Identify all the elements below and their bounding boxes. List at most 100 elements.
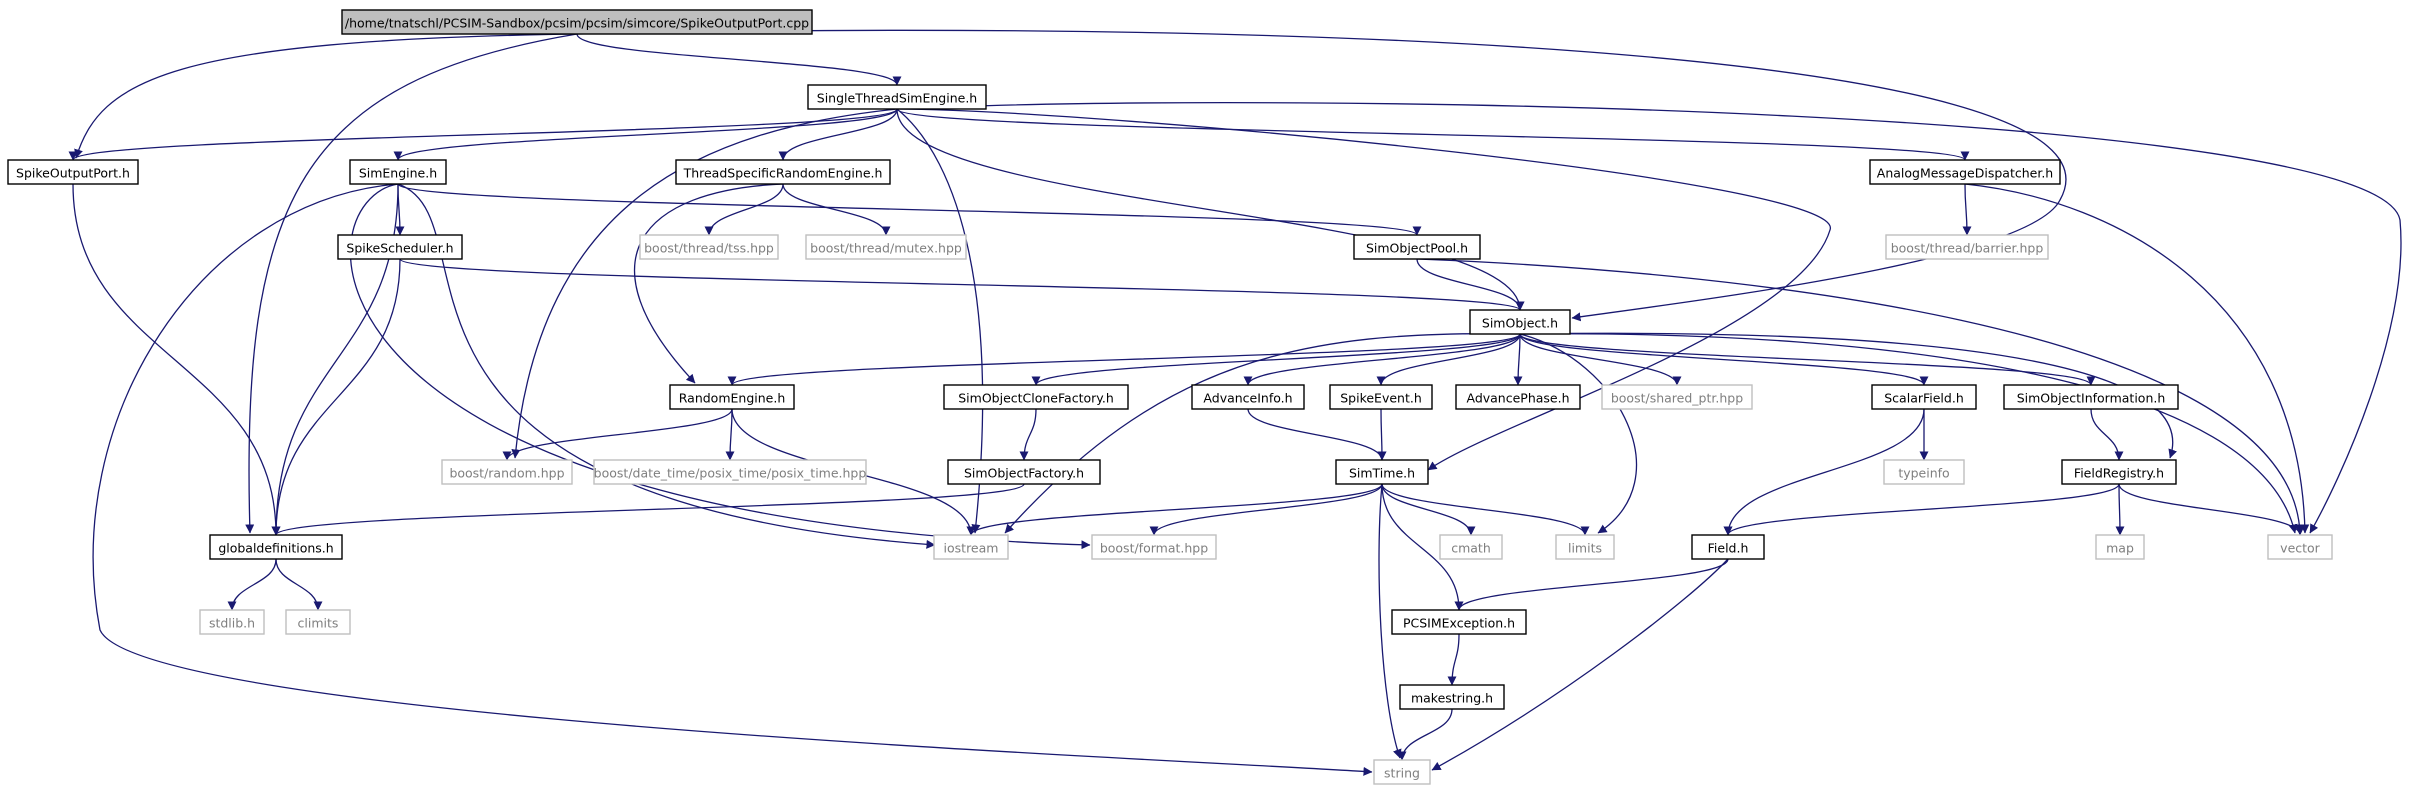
node-label-iostream: iostream bbox=[944, 541, 999, 556]
dependency-nodes: /home/tnatschl/PCSIM-Sandbox/pcsim/pcsim… bbox=[7, 9, 2333, 785]
edge-simobject-to-vector bbox=[1519, 333, 2298, 534]
node-threadspecificrandomengine[interactable]: ThreadSpecificRandomEngine.h bbox=[675, 159, 891, 185]
node-label-boost-thread-mutex: boost/thread/mutex.hpp bbox=[810, 241, 962, 256]
node-box-simobjectclonefactory[interactable] bbox=[943, 384, 1129, 410]
node-advancephase[interactable]: AdvancePhase.h bbox=[1455, 384, 1581, 410]
node-box-pcsimexception[interactable] bbox=[1391, 609, 1527, 635]
edge-singlethreadsimengine-to-spikeoutputport bbox=[68, 108, 898, 161]
node-box-simobjectpool[interactable] bbox=[1353, 234, 1481, 260]
edge-simtime-to-limits bbox=[1381, 483, 1590, 536]
node-box-boost-shared-ptr bbox=[1601, 384, 1753, 410]
node-singlethreadsimengine[interactable]: SingleThreadSimEngine.h bbox=[807, 84, 987, 110]
node-label-typeinfo: typeinfo bbox=[1898, 466, 1949, 481]
node-label-singlethreadsimengine: SingleThreadSimEngine.h bbox=[817, 91, 977, 106]
node-pcsimexception[interactable]: PCSIMException.h bbox=[1391, 609, 1527, 635]
node-simobjectinformation[interactable]: SimObjectInformation.h bbox=[2003, 384, 2179, 410]
node-box-singlethreadsimengine[interactable] bbox=[807, 84, 987, 110]
node-advanceinfo[interactable]: AdvanceInfo.h bbox=[1191, 384, 1305, 410]
node-field[interactable]: Field.h bbox=[1691, 534, 1765, 560]
node-fieldregistry[interactable]: FieldRegistry.h bbox=[2061, 459, 2177, 485]
node-label-scalarfield: ScalarField.h bbox=[1884, 391, 1964, 406]
node-analogmessagedispatcher[interactable]: AnalogMessageDispatcher.h bbox=[1869, 159, 2061, 185]
node-box-scalarfield[interactable] bbox=[1871, 384, 1977, 410]
node-spikeevent[interactable]: SpikeEvent.h bbox=[1329, 384, 1433, 410]
node-simtime[interactable]: SimTime.h bbox=[1335, 459, 1429, 485]
node-box-makestring[interactable] bbox=[1399, 684, 1505, 710]
node-box-threadspecificrandomengine[interactable] bbox=[675, 159, 891, 185]
node-label-pcsimexception: PCSIMException.h bbox=[1403, 616, 1515, 631]
node-label-fieldregistry: FieldRegistry.h bbox=[2074, 466, 2164, 481]
node-box-simengine[interactable] bbox=[349, 159, 447, 185]
node-box-simobjectfactory[interactable] bbox=[947, 459, 1101, 485]
edge-threadspecificrandomengine-to-boost_thread_mutex bbox=[782, 183, 891, 236]
node-root[interactable]: /home/tnatschl/PCSIM-Sandbox/pcsim/pcsim… bbox=[341, 9, 813, 35]
node-label-boost-thread-tss: boost/thread/tss.hpp bbox=[644, 241, 774, 256]
node-label-stdlib: stdlib.h bbox=[209, 616, 255, 631]
node-boost-thread-tss: boost/thread/tss.hpp bbox=[639, 234, 779, 260]
node-box-spikeevent[interactable] bbox=[1329, 384, 1433, 410]
edge-simtime-to-pcsimexception bbox=[1381, 483, 1464, 611]
node-vector: vector bbox=[2267, 534, 2333, 560]
node-box-simtime[interactable] bbox=[1335, 459, 1429, 485]
edge-fieldregistry-to-vector bbox=[2118, 483, 2305, 536]
edge-simtime-to-boost_format bbox=[1149, 483, 1383, 536]
node-limits: limits bbox=[1555, 534, 1615, 560]
node-box-advancephase[interactable] bbox=[1455, 384, 1581, 410]
node-box-field[interactable] bbox=[1691, 534, 1765, 560]
edge-singlethreadsimengine-to-boost_random bbox=[511, 108, 898, 459]
node-makestring[interactable]: makestring.h bbox=[1399, 684, 1505, 710]
node-simobjectpool[interactable]: SimObjectPool.h bbox=[1353, 234, 1481, 260]
node-label-vector: vector bbox=[2280, 541, 2321, 556]
edge-fieldregistry-to-map bbox=[2115, 483, 2125, 536]
edge-spikeevent-to-simtime bbox=[1377, 408, 1387, 461]
edge-simobject-to-scalarfield bbox=[1519, 333, 1929, 386]
node-string: string bbox=[1373, 759, 1431, 785]
edge-root-to-singlethreadsimengine bbox=[576, 33, 902, 86]
node-box-globaldefinitions[interactable] bbox=[209, 534, 343, 560]
node-label-makestring: makestring.h bbox=[1411, 691, 1493, 706]
edge-simtime-to-iostream bbox=[966, 483, 1383, 536]
node-box-stdlib bbox=[199, 609, 265, 635]
node-box-string bbox=[1373, 759, 1431, 785]
node-label-spikescheduler: SpikeScheduler.h bbox=[346, 241, 453, 256]
edge-spikescheduler-to-simobject bbox=[399, 258, 1525, 311]
node-box-typeinfo bbox=[1883, 459, 1965, 485]
node-box-spikescheduler[interactable] bbox=[337, 234, 463, 260]
node-label-root: /home/tnatschl/PCSIM-Sandbox/pcsim/pcsim… bbox=[345, 16, 809, 31]
edge-spikeoutputport-to-globaldefinitions bbox=[72, 183, 281, 536]
node-box-simobject[interactable] bbox=[1469, 309, 1571, 335]
node-boost-shared-ptr: boost/shared_ptr.hpp bbox=[1601, 384, 1753, 410]
node-box-climits bbox=[285, 609, 351, 635]
node-box-spikeoutputport[interactable] bbox=[7, 159, 139, 185]
node-spikescheduler[interactable]: SpikeScheduler.h bbox=[337, 234, 463, 260]
dependency-edges bbox=[68, 29, 2402, 776]
node-box-advanceinfo[interactable] bbox=[1191, 384, 1305, 410]
node-simengine[interactable]: SimEngine.h bbox=[349, 159, 447, 185]
edge-simobject-to-fieldregistry bbox=[1519, 332, 2177, 459]
node-randomengine[interactable]: RandomEngine.h bbox=[669, 384, 795, 410]
node-simobjectclonefactory[interactable]: SimObjectCloneFactory.h bbox=[943, 384, 1129, 410]
node-simobjectfactory[interactable]: SimObjectFactory.h bbox=[947, 459, 1101, 485]
node-box-map bbox=[2095, 534, 2145, 560]
node-spikeoutputport[interactable]: SpikeOutputPort.h bbox=[7, 159, 139, 185]
edge-singlethreadsimengine-to-threadspecificrandomengine bbox=[778, 108, 898, 161]
node-label-limits: limits bbox=[1568, 541, 1602, 556]
node-scalarfield[interactable]: ScalarField.h bbox=[1871, 384, 1977, 410]
node-box-boost-random bbox=[441, 459, 573, 485]
node-boost-thread-mutex: boost/thread/mutex.hpp bbox=[805, 234, 967, 260]
edge-analogmessagedispatcher-to-boost_thread_barrier bbox=[1962, 183, 1972, 236]
node-box-fieldregistry[interactable] bbox=[2061, 459, 2177, 485]
node-label-simengine: SimEngine.h bbox=[359, 166, 437, 181]
node-simobject[interactable]: SimObject.h bbox=[1469, 309, 1571, 335]
node-label-advancephase: AdvancePhase.h bbox=[1466, 391, 1569, 406]
node-label-boost-format: boost/format.hpp bbox=[1100, 541, 1208, 556]
node-boost-posix-time: boost/date_time/posix_time/posix_time.hp… bbox=[593, 459, 867, 485]
edge-scalarfield-to-field bbox=[1723, 408, 1925, 536]
node-box-randomengine[interactable] bbox=[669, 384, 795, 410]
node-box-analogmessagedispatcher[interactable] bbox=[1869, 159, 2061, 185]
node-globaldefinitions[interactable]: globaldefinitions.h bbox=[209, 534, 343, 560]
edge-simobjectfactory-to-globaldefinitions bbox=[271, 483, 1025, 536]
node-box-root[interactable] bbox=[341, 9, 813, 35]
node-box-simobjectinformation[interactable] bbox=[2003, 384, 2179, 410]
node-label-boost-random: boost/random.hpp bbox=[449, 466, 564, 481]
